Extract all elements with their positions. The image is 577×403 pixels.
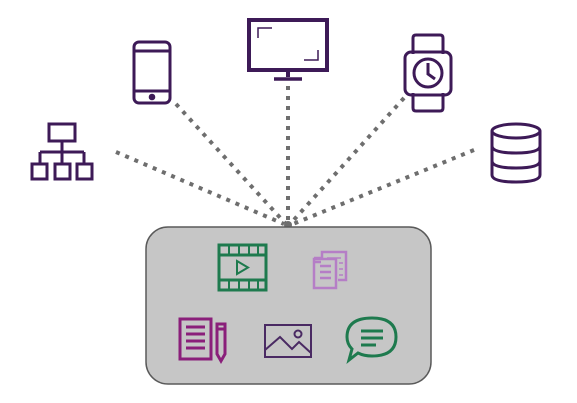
desktop-monitor-icon: [247, 18, 329, 81]
smartphone-icon: [132, 40, 172, 105]
video-film-icon: [217, 243, 268, 292]
documents-copy-icon: [312, 250, 348, 290]
connector-smartphone: [174, 102, 287, 225]
smartwatch-icon: [403, 33, 453, 113]
chat-bubble-icon: [345, 316, 398, 364]
network-hierarchy-icon: [30, 122, 94, 181]
connector-lines: [115, 86, 475, 226]
database-icon: [490, 122, 542, 184]
image-picture-icon: [264, 324, 312, 358]
connector-network: [115, 150, 285, 226]
connector-watch: [289, 96, 406, 225]
notes-pencil-icon: [178, 317, 227, 365]
connector-database: [292, 148, 475, 226]
